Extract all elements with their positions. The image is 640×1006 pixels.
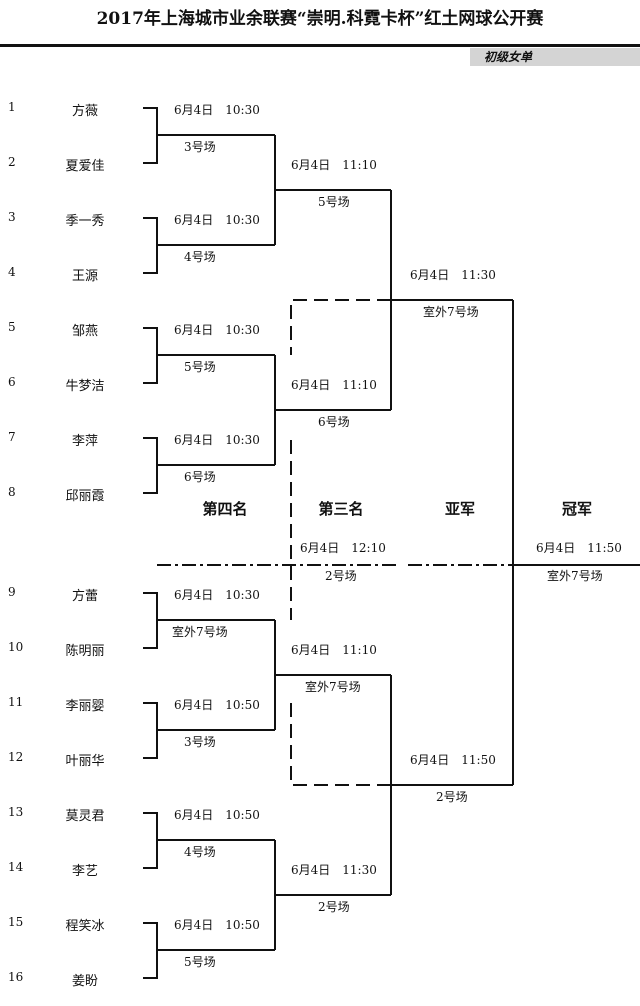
player-name: 李丽婴 [65,699,105,714]
placement-runner-up: 亚军 [444,500,475,518]
seed-number: 10 [8,640,24,654]
bracket-r1-m3 [143,327,158,384]
player-name: 姜盼 [71,974,98,989]
match-time: 6月4日 11:10 [291,378,377,392]
bracket-r1-m6 [143,702,158,759]
seed-number: 11 [8,695,24,709]
match-court: 2号场 [318,900,350,914]
bracket-r1-m1 [143,107,158,164]
player-name: 叶丽华 [65,754,105,769]
match-court: 2号场 [436,790,468,804]
seed-number: 3 [8,210,16,224]
match-court: 5号场 [318,195,350,209]
placement-third: 第三名 [318,500,364,518]
match-court: 室外7号场 [305,680,361,694]
bracket-r1-m8 [143,922,158,979]
seed-number: 12 [8,750,24,764]
match-court: 3号场 [184,735,216,749]
seed-number: 2 [8,155,16,169]
player-name: 方蕾 [71,589,98,604]
player-name: 方薇 [71,104,98,119]
final-court: 室外7号场 [547,569,603,583]
player-name: 邱丽霞 [65,489,105,504]
match-time: 6月4日 11:30 [291,863,377,877]
match-time: 6月4日 11:30 [410,268,496,282]
match-time: 6月4日 10:30 [174,433,260,447]
seed-number: 7 [8,430,16,444]
category-label: 初级女单 [470,48,640,66]
player-name: 程笑冰 [65,919,105,934]
third-place-court: 2号场 [325,569,357,583]
match-court: 4号场 [184,250,216,264]
seed-number: 16 [8,970,24,984]
player-name: 李萍 [71,434,98,449]
player-name: 陈明丽 [65,644,105,659]
bracket-third-bottom [290,703,391,786]
match-time: 6月4日 11:10 [291,158,377,172]
seed-number: 15 [8,915,24,929]
player-name: 莫灵君 [65,809,105,824]
seed-number: 8 [8,485,16,499]
match-court: 5号场 [184,360,216,374]
seed-number: 9 [8,585,16,599]
seed-number: 1 [8,100,16,114]
seed-number: 13 [8,805,24,819]
match-time: 6月4日 10:50 [174,808,260,822]
placement-champion: 冠军 [561,500,592,518]
player-name: 牛梦洁 [65,379,105,394]
match-court: 6号场 [318,415,350,429]
bracket-r1-m2 [143,217,158,274]
match-court: 室外7号场 [423,305,479,319]
final-time: 6月4日 11:50 [536,541,622,555]
bracket-r1-m7 [143,812,158,869]
match-time: 6月4日 10:30 [174,103,260,117]
bracket-r1-m4 [143,437,158,494]
placement-fourth: 第四名 [202,500,248,518]
player-name: 季一秀 [65,214,105,229]
page-title: 2017年上海城市业余联赛“崇明.科霓卡杯”红土网球公开赛 [96,9,544,29]
match-time: 6月4日 10:30 [174,588,260,602]
bracket-third-top [290,299,391,355]
match-time: 6月4日 10:30 [174,213,260,227]
seed-number: 4 [8,265,16,279]
match-court: 4号场 [184,845,216,859]
player-name: 邹燕 [71,324,98,339]
player-name: 李艺 [71,864,98,879]
third-place-time: 6月4日 12:10 [300,541,386,555]
seed-number: 14 [8,860,24,874]
match-time: 6月4日 11:50 [410,753,496,767]
seed-number: 5 [8,320,16,334]
bracket-r1-m5 [143,592,158,649]
seed-number: 6 [8,375,16,389]
match-court: 室外7号场 [172,625,228,639]
match-time: 6月4日 10:50 [174,918,260,932]
player-name: 王源 [71,269,98,284]
match-court: 5号场 [184,955,216,969]
title-divider [0,44,640,47]
match-court: 6号场 [184,470,216,484]
match-time: 6月4日 10:50 [174,698,260,712]
match-time: 6月4日 11:10 [291,643,377,657]
match-time: 6月4日 10:30 [174,323,260,337]
player-name: 夏爱佳 [65,159,105,174]
match-court: 3号场 [184,140,216,154]
